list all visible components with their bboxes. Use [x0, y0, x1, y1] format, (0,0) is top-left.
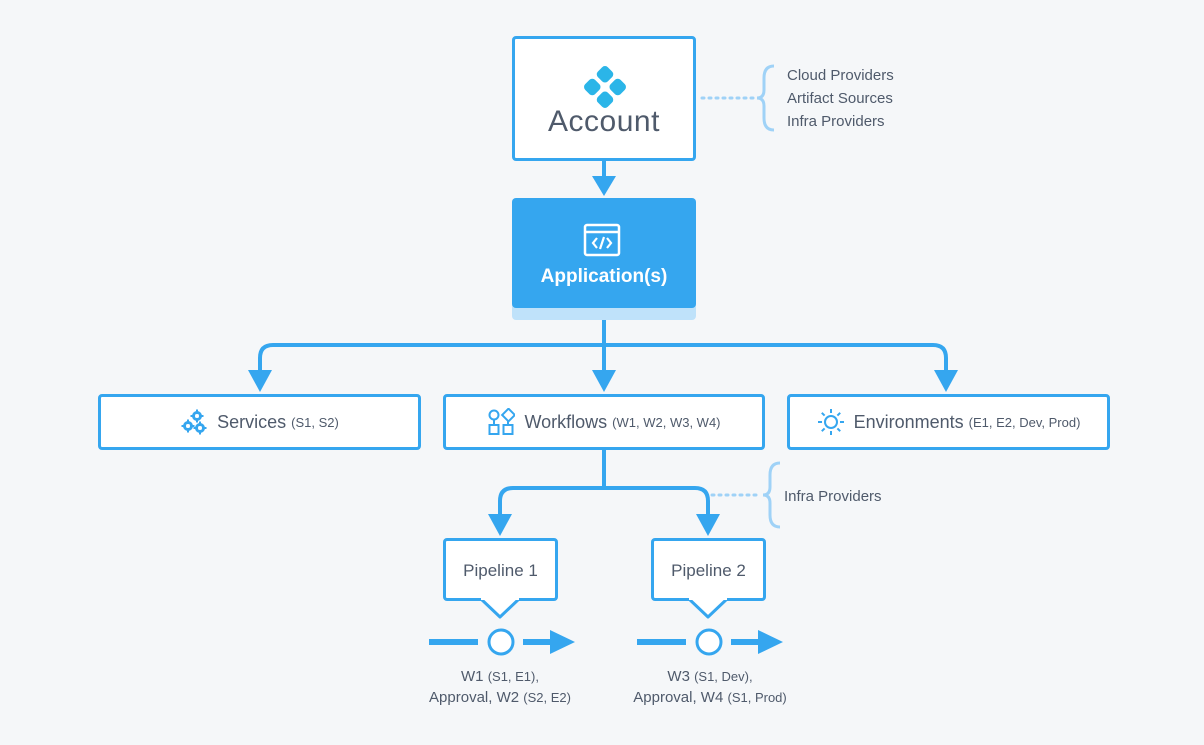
services-node: Services (S1, S2) [98, 394, 421, 450]
arrow-to-services [248, 370, 272, 392]
account-detail-artifact-sources: Artifact Sources [787, 90, 893, 107]
pipeline-1-pointer [478, 598, 522, 619]
arrow-to-environments [934, 370, 958, 392]
account-title: Account [548, 105, 660, 138]
account-detail-infra-providers: Infra Providers [787, 113, 885, 130]
environments-label: Environments [853, 411, 964, 432]
account-details: Cloud Providers Artifact Sources Infra P… [787, 64, 894, 133]
pipeline-2-title: Pipeline 2 [671, 561, 746, 580]
workflow-icon [488, 408, 516, 435]
arrow-to-app [592, 176, 616, 196]
pipeline-1-line1-sub: (S1, E1), [487, 669, 539, 684]
pipeline-2-line1-sub: (S1, Dev), [694, 669, 753, 684]
gears-icon [181, 409, 207, 435]
arrow-to-pipeline-1 [488, 514, 512, 536]
pipeline-2-line2-sub: (S1, Prod) [727, 690, 787, 705]
services-items: (S1, S2) [291, 414, 339, 430]
pipeline-1-line1-main: W1 [461, 668, 484, 685]
workflows-items: (W1, W2, W3, W4) [612, 414, 721, 430]
pipeline-2-timeline [637, 628, 783, 656]
account-detail-cloud-providers: Cloud Providers [787, 67, 894, 84]
workflows-node: Workflows (W1, W2, W3, W4) [443, 394, 765, 450]
pipeline-1-node: Pipeline 1 [443, 538, 558, 601]
environments-node: Environments (E1, E2, Dev, Prod) [787, 394, 1110, 450]
workflows-label: Workflows [524, 411, 608, 432]
sun-icon [817, 409, 844, 435]
code-window-icon [583, 223, 621, 257]
account-logo-icon [584, 66, 626, 108]
pipeline-1-line2-main: Approval, W2 [429, 689, 520, 706]
environments-items: (E1, E2, Dev, Prod) [968, 414, 1081, 430]
pipeline-2-node: Pipeline 2 [651, 538, 766, 601]
pipeline-2-caption: W3 (S1, Dev), Approval, W4 (S1, Prod) [610, 666, 810, 708]
services-label: Services [217, 411, 287, 432]
application-title: Application(s) [540, 266, 668, 287]
pipeline-2-line1-main: W3 [667, 668, 690, 685]
workflow-brace [762, 461, 781, 529]
account-node: Account [512, 36, 696, 161]
arrow-to-pipeline-2 [696, 514, 720, 536]
pipeline-2-pointer [686, 598, 730, 619]
application-node: Application(s) [512, 198, 696, 308]
pipeline-1-title: Pipeline 1 [463, 561, 538, 580]
arrow-to-workflows [592, 370, 616, 392]
account-brace [756, 64, 775, 132]
pipeline-1-timeline [429, 628, 575, 656]
pipeline-2-line2-main: Approval, W4 [633, 689, 724, 706]
app-branch-line [258, 343, 948, 372]
workflows-branch-line [498, 486, 710, 516]
workflow-infra-note: Infra Providers [784, 488, 882, 505]
pipeline-1-line2-sub: (S2, E2) [523, 690, 571, 705]
pipeline-1-caption: W1 (S1, E1), Approval, W2 (S2, E2) [400, 666, 600, 708]
